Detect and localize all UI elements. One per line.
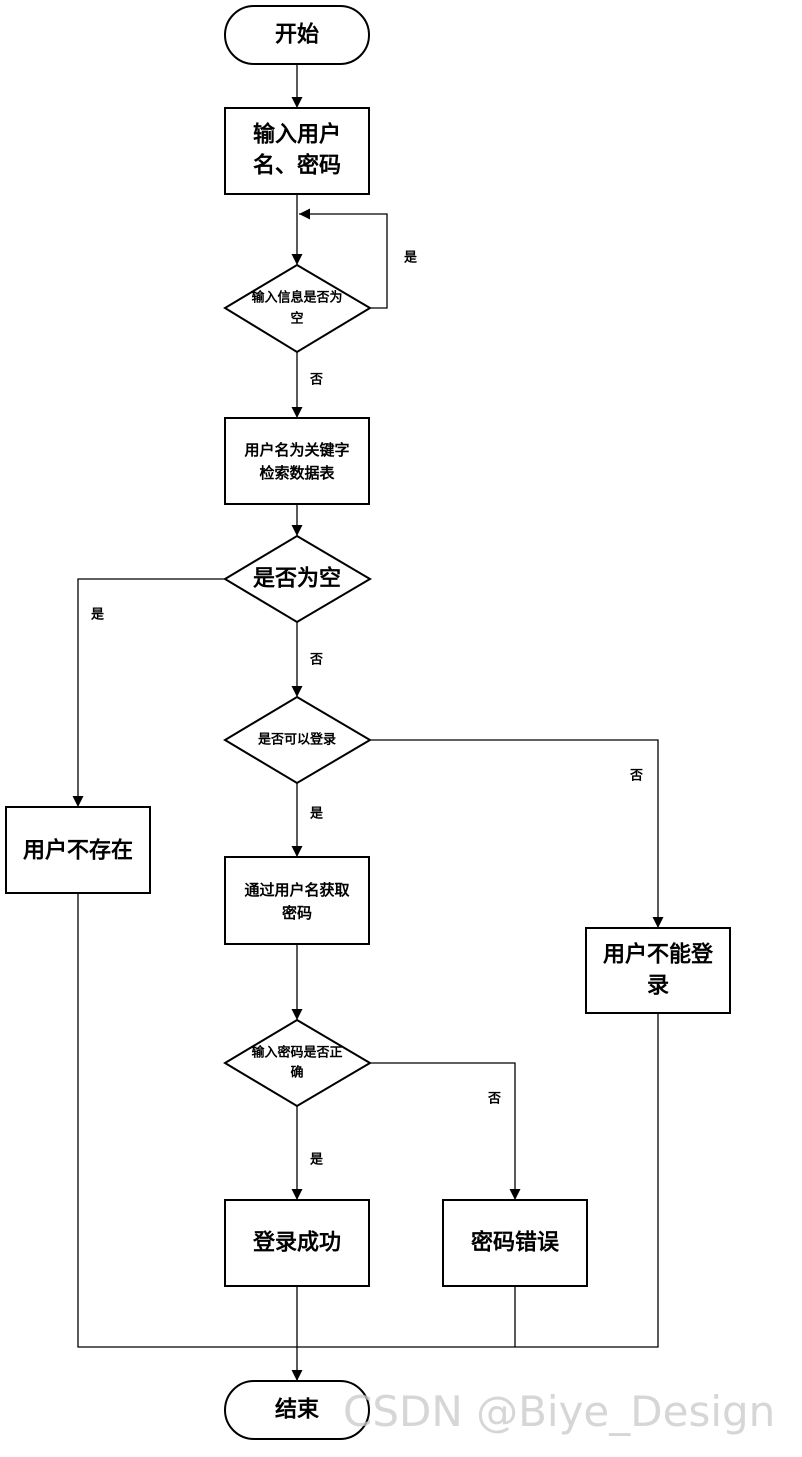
- label-no-password: 否: [487, 1092, 501, 1107]
- node-check-can-login: 是否可以登录: [223, 695, 372, 785]
- start-terminal: [224, 5, 370, 65]
- edge-check-input-yes-loop: [299, 208, 388, 309]
- get-password-text-2: 密码: [282, 904, 312, 922]
- end-text: 结束: [275, 1397, 320, 1423]
- edge-empty-yes: [72, 578, 225, 807]
- edge-password-no: [370, 1062, 521, 1200]
- node-login-success: 登录成功: [224, 1199, 370, 1287]
- end-terminal: [224, 1380, 370, 1440]
- check-password-text-1: 输入密码是否正: [251, 1045, 342, 1061]
- input-credentials-box: [224, 107, 370, 195]
- check-password-diamond: [223, 1018, 372, 1108]
- node-input-credentials: 输入用户 名、密码: [224, 107, 370, 195]
- check-input-empty-text-2: 空: [290, 311, 303, 327]
- check-empty-text: 是否为空: [253, 566, 341, 592]
- check-password-text-2: 确: [290, 1065, 303, 1081]
- password-error-box: [442, 1199, 588, 1287]
- login-success-text: 登录成功: [252, 1231, 341, 1256]
- search-db-box: [224, 417, 370, 505]
- edge-merge-bottom: [77, 893, 659, 1348]
- label-no-login: 否: [629, 769, 643, 784]
- user-cannot-login-text-1: 用户不能登: [603, 942, 714, 968]
- label-yes-empty: 是: [90, 608, 105, 623]
- input-credentials-text-1: 输入用户: [253, 122, 341, 148]
- check-empty-diamond: [223, 534, 372, 624]
- label-yes-password: 是: [309, 1153, 324, 1168]
- node-end: 结束: [224, 1380, 370, 1440]
- node-check-password: 输入密码是否正 确: [223, 1018, 372, 1108]
- node-search-db: 用户名为关键字 检索数据表: [224, 417, 370, 505]
- edge-labels: 是 否 是 否 否 是 否 是: [90, 251, 643, 1168]
- start-text: 开始: [275, 22, 319, 48]
- node-get-password: 通过用户名获取 密码: [224, 856, 370, 945]
- check-can-login-text: 是否可以登录: [257, 732, 336, 748]
- node-check-input-empty: 输入信息是否为 空: [223, 263, 372, 354]
- node-check-empty: 是否为空: [223, 534, 372, 624]
- check-input-empty-diamond: [223, 263, 372, 354]
- label-yes-login: 是: [309, 807, 324, 822]
- get-password-box: [224, 856, 370, 945]
- check-input-empty-text-1: 输入信息是否为: [251, 290, 342, 306]
- user-not-exist-text: 用户不存在: [23, 838, 133, 864]
- node-user-cannot-login: 用户不能登 录: [585, 927, 731, 1014]
- label-yes-loop: 是: [403, 251, 418, 266]
- check-can-login-diamond: [223, 695, 372, 785]
- edge-can-login-no: [370, 739, 664, 928]
- input-credentials-text-2: 名、密码: [253, 153, 341, 179]
- connectors: [72, 64, 664, 1381]
- search-db-text-2: 检索数据表: [259, 464, 335, 482]
- label-no-empty: 否: [309, 653, 323, 668]
- password-error-text: 密码错误: [471, 1230, 560, 1256]
- label-no-input: 否: [309, 373, 323, 388]
- user-cannot-login-box: [585, 927, 731, 1014]
- node-user-not-exist: 用户不存在: [5, 806, 151, 894]
- login-success-box: [224, 1199, 370, 1287]
- get-password-text-1: 通过用户名获取: [244, 881, 350, 899]
- watermark-text: CSDN @Biye_Design: [343, 1387, 775, 1436]
- user-not-exist-box: [5, 806, 151, 894]
- node-start: 开始: [224, 5, 370, 65]
- user-cannot-login-text-2: 录: [647, 974, 669, 999]
- search-db-text-1: 用户名为关键字: [244, 441, 349, 459]
- node-password-error: 密码错误: [442, 1199, 588, 1287]
